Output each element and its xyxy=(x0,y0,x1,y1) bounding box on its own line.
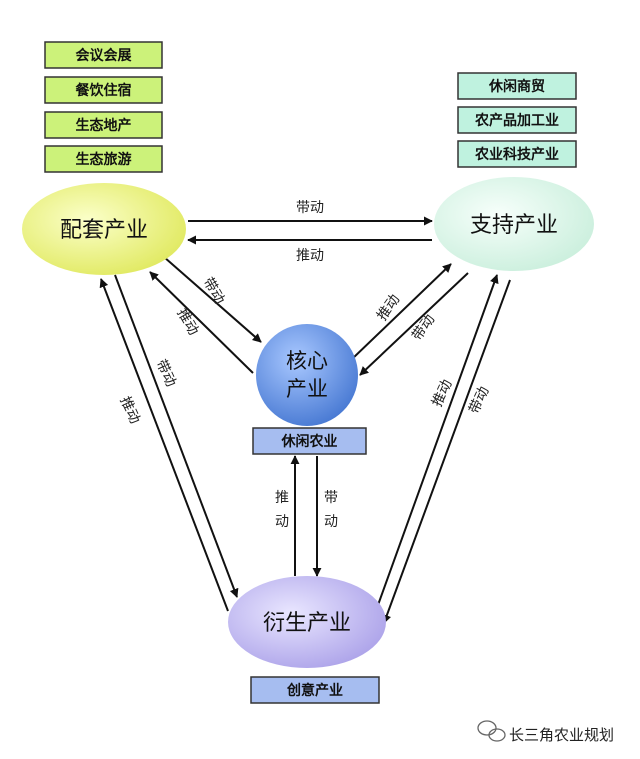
core-caption-label: 休闲农业 xyxy=(281,433,338,450)
brand-name: 长三角农业规划 xyxy=(509,726,614,744)
node-yansheng-label: 衍生产业 xyxy=(263,611,351,636)
peitao-item-label: 生态地产 xyxy=(76,117,132,134)
peitao-item-box: 生态旅游 xyxy=(44,145,163,173)
label-core-to-yansheng-char1: 带 xyxy=(324,490,338,506)
peitao-item-box: 会议会展 xyxy=(44,41,163,69)
node-zhichi-label: 支持产业 xyxy=(470,213,558,238)
arrow-core-to-peitao xyxy=(149,271,254,374)
node-core-label-line2: 产业 xyxy=(286,377,328,401)
peitao-item-label: 餐饮住宿 xyxy=(75,82,132,99)
zhichi-item-box: 农业科技产业 xyxy=(457,140,577,168)
label-zhichi-to-core: 带动 xyxy=(409,312,438,344)
zhichi-item-label: 农产品加工业 xyxy=(474,112,559,129)
node-yansheng: 衍生产业 xyxy=(228,576,386,668)
core-caption-box: 休闲农业 xyxy=(252,427,367,455)
arrow-yansheng-to-peitao xyxy=(99,278,229,612)
label-yansheng-to-core-char1: 推 xyxy=(275,490,289,506)
node-core-label-line1: 核心 xyxy=(286,349,328,373)
zhichi-item-label: 休闲商贸 xyxy=(488,78,545,95)
label-zhichi-to-peitao: 推动 xyxy=(296,248,324,264)
label-core-to-zhichi: 推动 xyxy=(374,292,403,324)
label-core-to-peitao: 推动 xyxy=(174,306,202,338)
arrow-peitao-to-yansheng xyxy=(114,274,239,598)
label-core-to-yansheng: 带 动 xyxy=(324,490,338,530)
label-core-to-yansheng-char2: 动 xyxy=(324,514,338,530)
arrow-zhichi-to-yansheng xyxy=(382,279,511,624)
label-yansheng-to-zhichi: 推动 xyxy=(429,377,455,409)
arrow-labels-group: 带动 推动 带动 推动 推动 带动 推动 带动 推动 带动 推 动 带 动 xyxy=(116,200,492,530)
zhichi-item-label: 农业科技产业 xyxy=(474,146,559,163)
arrow-peitao-to-core xyxy=(163,256,262,343)
node-peitao-label: 配套产业 xyxy=(60,218,148,243)
node-core: 核心 产业 xyxy=(256,324,358,426)
arrows-group xyxy=(99,216,511,624)
zhichi-item-box: 休闲商贸 xyxy=(457,72,577,100)
label-yansheng-to-core-char2: 动 xyxy=(275,514,289,530)
node-peitao: 配套产业 xyxy=(22,183,186,275)
peitao-item-box: 餐饮住宿 xyxy=(44,76,163,104)
arrow-core-to-zhichi xyxy=(350,263,452,361)
peitao-items-group: 会议会展 餐饮住宿 生态地产 生态旅游 xyxy=(44,41,163,173)
label-peitao-to-zhichi: 带动 xyxy=(296,200,324,216)
wechat-logo-icon xyxy=(477,720,506,742)
peitao-item-label: 生态旅游 xyxy=(76,151,132,168)
label-yansheng-to-core: 推 动 xyxy=(275,490,289,530)
arrow-zhichi-to-core xyxy=(359,272,469,376)
yansheng-caption-label: 创意产业 xyxy=(286,682,343,699)
label-yansheng-to-peitao: 推动 xyxy=(116,394,142,426)
node-zhichi: 支持产业 xyxy=(434,177,594,271)
yansheng-caption-box: 创意产业 xyxy=(250,676,380,704)
brand-watermark: 长三角农业规划 xyxy=(477,720,614,744)
peitao-item-box: 生态地产 xyxy=(44,111,163,139)
arrow-yansheng-to-zhichi xyxy=(377,274,499,606)
zhichi-item-box: 农产品加工业 xyxy=(457,106,577,134)
peitao-item-label: 会议会展 xyxy=(76,47,132,64)
zhichi-items-group: 休闲商贸 农产品加工业 农业科技产业 xyxy=(457,72,577,168)
